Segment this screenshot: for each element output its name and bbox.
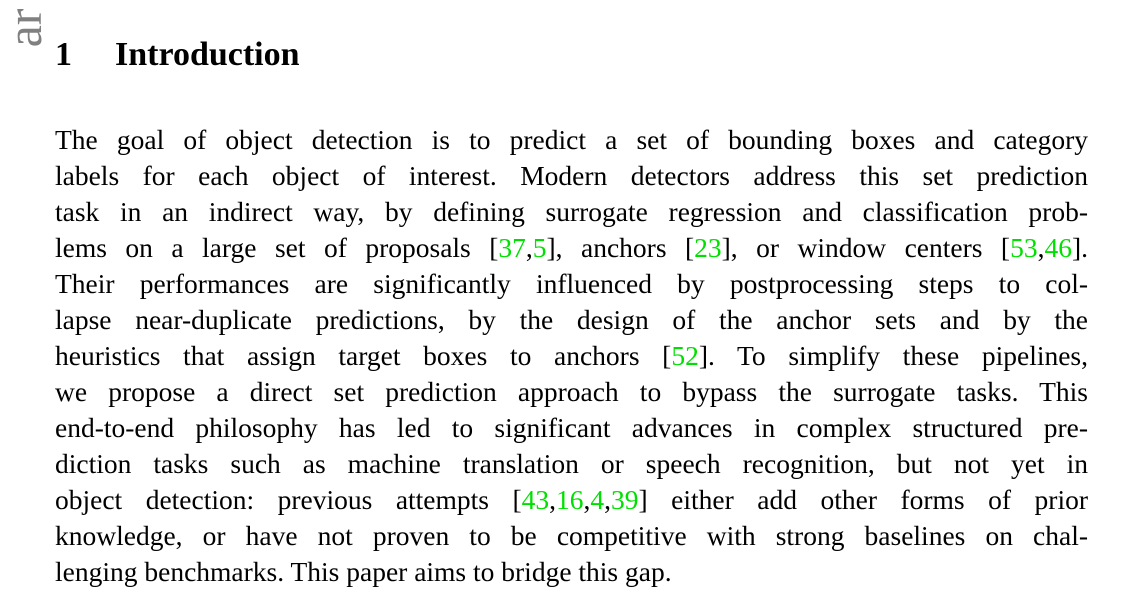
text-segment: ]. (1071, 232, 1088, 263)
text-segment: ]. To simplify these pipelines, (698, 340, 1089, 371)
citation-link[interactable]: 52 (671, 340, 699, 371)
paragraph: The goal of object detection is to predi… (55, 122, 1088, 590)
text-segment: lapse near-duplicate predictions, by the… (55, 304, 1088, 335)
citation-link[interactable]: 4 (590, 484, 605, 515)
text-segment: , (525, 232, 533, 263)
text-segment: task in an indirect way, by defining sur… (55, 196, 1088, 227)
text-line: knowledge, or have not proven to be comp… (55, 518, 1088, 554)
section-number: 1 (55, 36, 72, 73)
citation-link[interactable]: 43 (521, 484, 550, 515)
text-line: labels for each object of interest. Mode… (55, 158, 1088, 194)
citation-link[interactable]: 5 (532, 232, 547, 263)
text-segment: , (549, 484, 557, 515)
text-line: task in an indirect way, by defining sur… (55, 194, 1088, 230)
text-line: lenging benchmarks. This paper aims to b… (55, 554, 1088, 590)
text-segment: ], anchors [ (546, 232, 695, 263)
text-line: Their performances are significantly inf… (55, 266, 1088, 302)
text-line: heuristics that assign target boxes to a… (55, 338, 1088, 374)
text-segment: , (1037, 232, 1045, 263)
text-segment: lenging benchmarks. This paper aims to b… (55, 556, 672, 587)
text-line: diction tasks such as machine translatio… (55, 446, 1088, 482)
arxiv-watermark: ar (0, 8, 52, 48)
text-segment: Their performances are significantly inf… (55, 268, 1088, 299)
citation-link[interactable]: 39 (611, 484, 639, 515)
text-segment: lems on a large set of proposals [ (55, 232, 499, 263)
section-heading: 1 Introduction (55, 36, 300, 74)
text-line: object detection: previous attempts [43,… (55, 482, 1088, 518)
text-segment: diction tasks such as machine translatio… (55, 448, 1088, 479)
citation-link[interactable]: 46 (1044, 232, 1072, 263)
citation-link[interactable]: 37 (498, 232, 526, 263)
text-line: end-to-end philosophy has led to signifi… (55, 410, 1088, 446)
text-segment: labels for each object of interest. Mode… (55, 160, 1088, 191)
text-segment: ], or window centers [ (721, 232, 1011, 263)
text-segment: ] either add other forms of prior (638, 484, 1088, 515)
citation-link[interactable]: 16 (556, 484, 584, 515)
text-segment: end-to-end philosophy has led to signifi… (55, 412, 1088, 443)
text-segment: we propose a direct set prediction appro… (55, 376, 1088, 407)
text-segment: , (604, 484, 612, 515)
text-segment: knowledge, or have not proven to be comp… (55, 520, 1088, 551)
text-line: lems on a large set of proposals [37,5],… (55, 230, 1088, 266)
text-segment: , (583, 484, 591, 515)
text-line: we propose a direct set prediction appro… (55, 374, 1088, 410)
text-segment: heuristics that assign target boxes to a… (55, 340, 672, 371)
section-title: Introduction (115, 36, 300, 73)
text-line: The goal of object detection is to predi… (55, 122, 1088, 158)
citation-link[interactable]: 23 (694, 232, 722, 263)
text-line: lapse near-duplicate predictions, by the… (55, 302, 1088, 338)
citation-link[interactable]: 53 (1010, 232, 1038, 263)
text-segment: object detection: previous attempts [ (55, 484, 522, 515)
text-segment: The goal of object detection is to predi… (55, 124, 1088, 155)
